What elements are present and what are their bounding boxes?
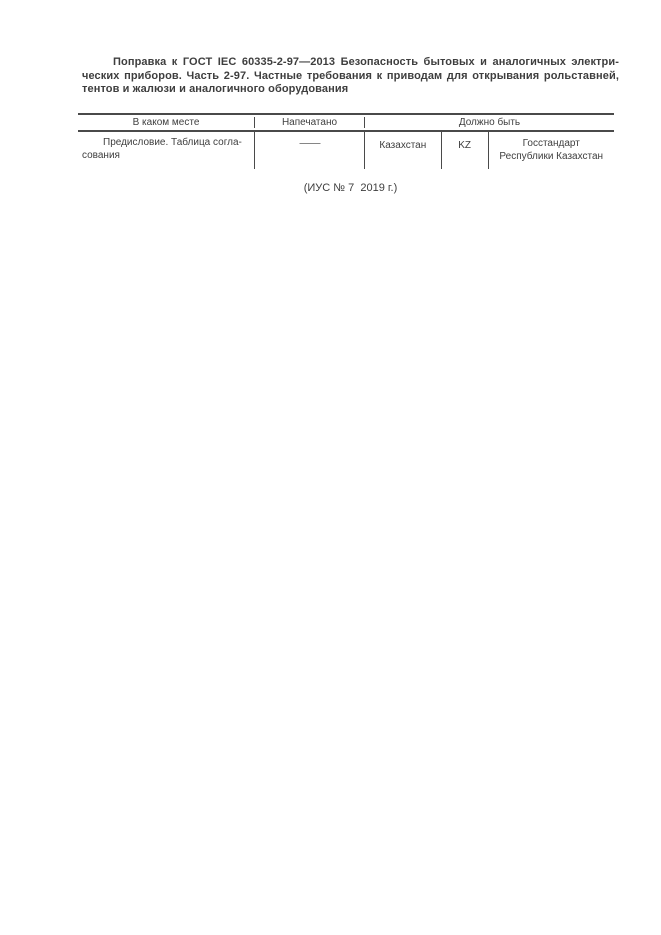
title-line-3: тентов и жалюзи и аналогичного оборудова… [82,83,349,95]
cell-country: Казахстан [379,140,427,151]
title-line-2: ческих приборов. Часть 2-97. Частные тре… [82,69,619,82]
cell-authority: Госстандарт Республики Казахстан [487,132,614,169]
ius-reference: (ИУС № 7 2019 г.) [303,182,398,194]
location-line-1: Предисловие. Таблица согла- [103,137,242,148]
cell-should-be: Казахстан KZ Госстандарт Республики Каза… [364,132,614,169]
column-header-should-be: Должно быть [364,117,614,128]
cell-printed: — [254,132,364,169]
column-header-printed: Напечатано [254,117,364,128]
table-header-row: В каком месте Напечатано Должно быть [78,113,614,132]
column-header-location: В каком месте [132,117,200,128]
cell-location: Предисловие. Таблица согла- сования [78,132,254,169]
location-line-2: сования [82,150,120,161]
amendment-table: В каком месте Напечатано Должно быть Пре… [78,113,614,169]
authority-line-1: Госстандарт [522,138,580,149]
em-dash: — [299,138,320,149]
title-line-1: Поправка к ГОСТ IEC 60335-2-97—2013 Безо… [113,56,619,68]
document-title: Поправка к ГОСТ IEC 60335-2-97—2013 Безо… [82,56,619,97]
authority-line-2: Республики Казахстан [499,151,604,162]
cell-country-code: KZ [440,132,488,169]
table-row: Предисловие. Таблица согла- сования — Ка… [78,132,614,169]
